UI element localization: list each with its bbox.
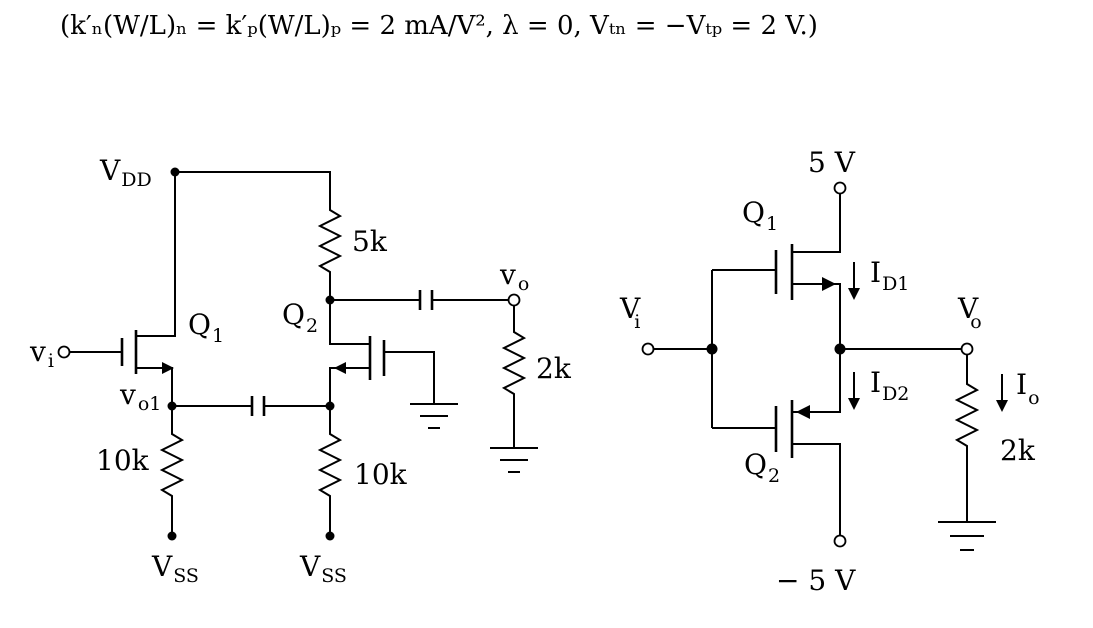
- label-q1-right: Q1: [742, 196, 778, 235]
- q1-right-source-arrow: [822, 277, 836, 291]
- vo-terminal: [507, 293, 521, 307]
- label-2k-left: 2k: [536, 352, 572, 385]
- q2-right-source-wire: [792, 349, 841, 413]
- label-10k-right: 10k: [354, 458, 408, 491]
- label-vdd: VDD: [99, 154, 152, 191]
- vss-left-node: [167, 531, 177, 541]
- label-vss-right: VSS: [299, 550, 347, 587]
- label-q2: Q2: [282, 298, 318, 337]
- label-vo-right: Vo: [957, 292, 982, 333]
- label-vss-left: VSS: [151, 550, 199, 587]
- label-2k-right: 2k: [1000, 434, 1036, 467]
- q1-transistor: [57, 330, 174, 406]
- q1-right-source-wire: [792, 283, 841, 348]
- id1-arrow-head: [848, 288, 860, 300]
- q2-right-drain-wire: [792, 443, 841, 536]
- label-id1: ID1: [870, 256, 909, 295]
- q2-gate-wire: [384, 351, 435, 404]
- label-5v: 5 V: [808, 146, 856, 179]
- vminus-terminal: [833, 534, 847, 548]
- resistor-5k: [317, 202, 343, 300]
- vi-right-terminal: [641, 342, 655, 356]
- q1-right-drain-wire: [792, 193, 841, 253]
- q2-right-transistor: [712, 349, 841, 536]
- label-minus-5v: − 5 V: [776, 564, 856, 597]
- vss-right-node: [325, 531, 335, 541]
- label-5k: 5k: [352, 225, 388, 258]
- resistor-2k-right: [954, 372, 980, 522]
- q2-source-wire: [329, 367, 370, 406]
- vo-right-terminal: [960, 342, 974, 356]
- parameters-formula: (k′ₙ(W/L)ₙ = k′ₚ(W/L)ₚ = 2 mA/V², λ = 0,…: [60, 11, 818, 41]
- q1-right-transistor: [712, 244, 841, 348]
- q1-source-arrow: [162, 362, 174, 374]
- q2-right-source-arrow: [796, 405, 810, 419]
- q2-source-arrow: [334, 362, 346, 374]
- right-circuit: 5 V Q1 ID1 Vi Vo: [619, 146, 1040, 597]
- gate-junction-node: [706, 343, 718, 355]
- vplus-terminal: [833, 181, 847, 195]
- label-id2: ID2: [870, 366, 909, 405]
- resistor-10k-right: [317, 406, 343, 536]
- label-q2-right: Q2: [744, 448, 780, 487]
- q2-transistor: [329, 300, 458, 429]
- label-q1: Q1: [188, 308, 224, 347]
- vdd-rail-wire: [175, 171, 331, 202]
- q2-drain-wire: [329, 300, 370, 345]
- vi-terminal: [57, 345, 71, 359]
- id2-arrow-head: [848, 398, 860, 410]
- io-arrow-head: [996, 400, 1008, 412]
- label-io: Io: [1016, 368, 1040, 409]
- label-vi-right: Vi: [619, 292, 641, 333]
- q1-drain-wire: [150, 172, 176, 337]
- resistor-10k-left: [159, 406, 185, 536]
- resistor-2k-left: [501, 318, 527, 448]
- label-10k-left: 10k: [96, 444, 150, 477]
